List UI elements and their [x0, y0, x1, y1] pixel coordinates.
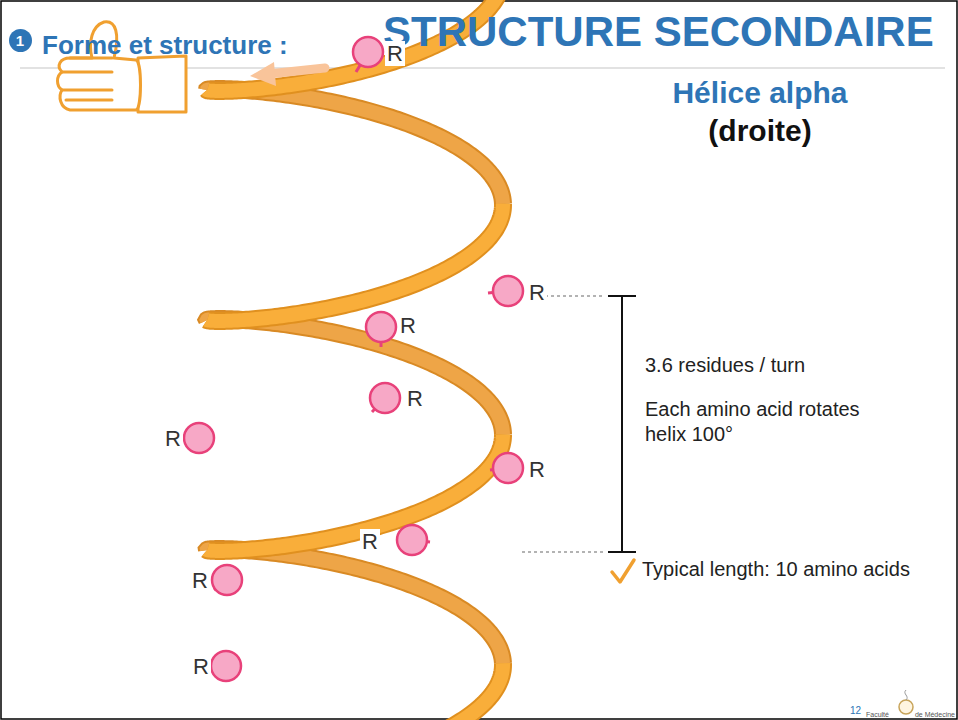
slide-title: STRUCTURE SECONDAIRE: [383, 8, 934, 55]
arrow-shaft: [268, 68, 325, 74]
side-chain-label-holder: R: [191, 653, 211, 681]
side-chain-label-holder: R: [163, 425, 183, 453]
bracket-tick: [608, 551, 636, 553]
side-chain-circle: [493, 276, 523, 306]
rotation-arrow: [250, 62, 325, 86]
side-chain-label-holder: R: [190, 567, 210, 595]
ribbon-edge: [207, 319, 503, 434]
check-mark: [612, 560, 634, 582]
helix-front: [207, 0, 503, 720]
residues-per-turn: 3.6 residues / turn: [645, 354, 805, 376]
logo-text-holder: Faculté: [866, 703, 889, 720]
side-chain-label: R: [360, 529, 380, 554]
dotted-guide: [522, 551, 604, 553]
hand-fingers: [62, 58, 112, 100]
ribbon-edge: [268, 663, 503, 720]
ribbon: [207, 89, 503, 204]
ribbon-edge: [207, 549, 503, 663]
side-chain-label: R: [527, 457, 547, 482]
bracket-line: [621, 296, 623, 552]
ribbon: [207, 319, 503, 434]
ribbon-edge: [207, 89, 503, 204]
section-heading: Forme et structure :: [42, 30, 288, 60]
ribbon: [207, 549, 503, 663]
helix-back: [207, 0, 503, 663]
side-chain-label: R: [191, 654, 211, 679]
side-chain-circle: [184, 423, 214, 453]
section-heading-holder: Forme et structure :: [42, 29, 288, 62]
side-chain-label: R: [163, 426, 183, 451]
side-chain-circle: [493, 453, 523, 483]
side-chain-circle: [370, 383, 400, 413]
handedness-note: (droite): [708, 114, 811, 147]
ribbon-edge: [207, 204, 503, 321]
badge-circle: [9, 29, 32, 52]
ribbon: [268, 663, 503, 720]
side-chain-circle: [212, 565, 242, 595]
side-chain-label: R: [527, 280, 547, 305]
dotted-guide: [545, 295, 604, 297]
side-chain-circle: [366, 312, 396, 342]
ribbon: [207, 434, 503, 550]
rotation-note: Each amino acid rotates helix 100°: [645, 397, 895, 447]
ribbon: [207, 204, 503, 321]
page-number: 12: [850, 705, 861, 716]
side-chain-label-holder: R: [360, 528, 380, 556]
logo-text: de Médecine: [915, 711, 955, 718]
faculty-logo-staff: [905, 690, 907, 700]
logo-text-holder: de Médecine: [915, 703, 955, 720]
arrow-head: [250, 62, 276, 86]
side-chain-label: R: [190, 568, 210, 593]
page-number-holder: 12: [850, 700, 861, 718]
typical-length-holder: Typical length: 10 amino acids: [642, 557, 910, 582]
logo-text: Faculté: [866, 711, 889, 718]
side-chain-label-holder: R: [527, 279, 547, 307]
side-chain-label: R: [385, 41, 405, 66]
badge-number: 1: [16, 33, 24, 48]
side-chain-circle: [353, 37, 383, 67]
side-chain-label-holder: R: [527, 456, 547, 484]
bracket-tick: [608, 295, 636, 297]
side-chain-circle: [211, 651, 241, 681]
side-chain-circle: [397, 525, 427, 555]
faculty-logo: [899, 700, 913, 714]
structure-name-holder: Hélice alpha: [672, 74, 847, 112]
side-chain-label: R: [405, 386, 425, 411]
side-chains: [184, 37, 523, 681]
side-chain-label-holder: R: [398, 312, 418, 340]
turn-bracket: [522, 296, 636, 552]
rotation-note-holder: Each amino acid rotates helix 100°: [645, 397, 895, 447]
side-chain-label-holder: R: [405, 385, 425, 413]
ribbon-edge: [207, 434, 503, 550]
handedness-note-holder: (droite): [708, 112, 811, 150]
residues-per-turn-holder: 3.6 residues / turn: [645, 353, 805, 378]
typical-length: Typical length: 10 amino acids: [642, 558, 910, 580]
structure-name: Hélice alpha: [672, 76, 847, 109]
title-block: STRUCTURE SECONDAIRE: [383, 8, 934, 56]
side-chain-label-holder: R: [385, 40, 405, 68]
side-chain-label: R: [398, 313, 418, 338]
number-badge: 1: [9, 29, 32, 52]
hand-cuff: [138, 56, 186, 112]
